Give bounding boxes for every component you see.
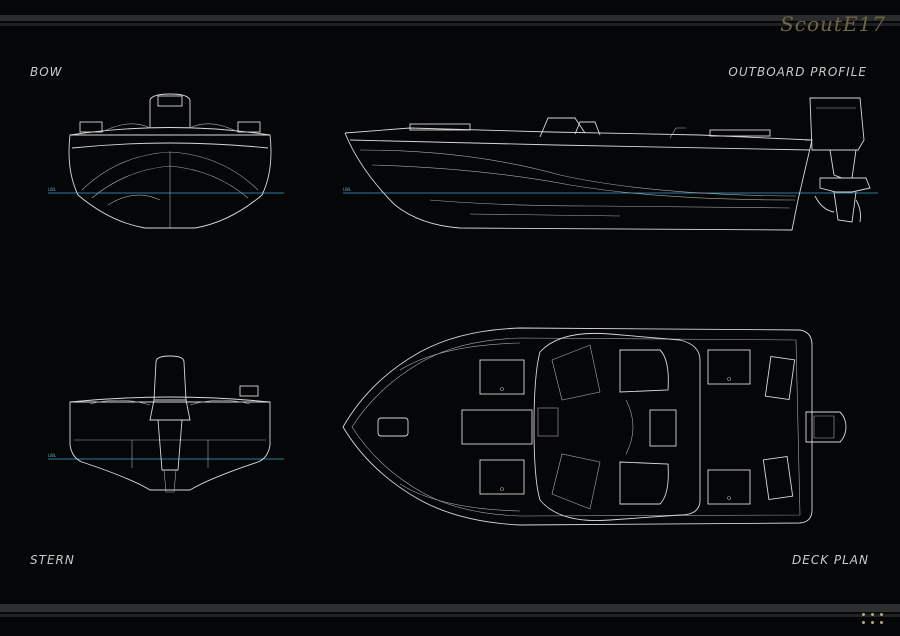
bow-view-label: BOW (30, 65, 63, 79)
profile-waterline-label: LWL (343, 187, 352, 192)
stern-view-drawing: LWL (48, 355, 284, 493)
page-dots-icon (862, 613, 888, 629)
outboard-profile-label: OUTBOARD PROFILE (728, 65, 867, 79)
bow-view-drawing: LWL (48, 93, 284, 229)
stern-view-label: STERN (30, 553, 75, 567)
top-band-thin (0, 23, 900, 26)
top-band (0, 15, 900, 21)
stern-waterline-label: LWL (48, 453, 57, 458)
bottom-band (0, 604, 900, 612)
bow-waterline-label: LWL (48, 187, 57, 192)
deck-plan-label: DECK PLAN (792, 553, 869, 567)
deck-plan-drawing (342, 327, 847, 526)
outboard-profile-drawing: LWL (343, 97, 878, 231)
brand-title: ScoutE17 (780, 12, 886, 36)
bottom-band-thin (0, 614, 900, 617)
